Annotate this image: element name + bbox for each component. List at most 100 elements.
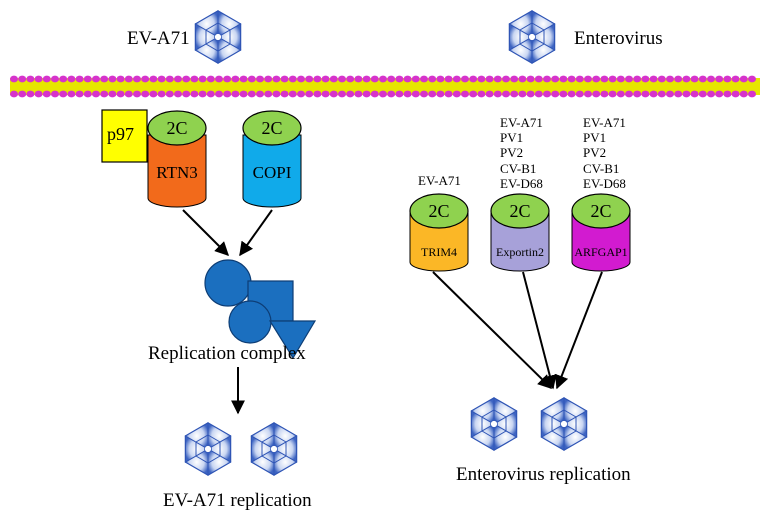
lipid-head — [157, 75, 166, 83]
lipid-head — [239, 90, 248, 98]
lipid-head — [100, 75, 109, 83]
lipid-head — [288, 75, 297, 83]
protein-2c-trim4 — [409, 193, 469, 229]
lipid-head — [108, 75, 117, 83]
lipid-head — [379, 75, 387, 83]
lipid-head — [403, 75, 412, 83]
lipid-head — [256, 75, 264, 83]
lipid-head — [370, 75, 379, 83]
lipid-head — [133, 90, 141, 98]
lipid-head — [452, 75, 461, 83]
lipid-head — [149, 75, 158, 83]
lipid-head — [592, 75, 601, 83]
arfgap1-label: ARFGAP1 — [574, 245, 628, 259]
ev-a71-virus-label: EV-A71 — [127, 28, 190, 49]
lipid-head — [698, 90, 707, 98]
rtn3-label: RTN3 — [156, 163, 198, 182]
arrow-trim4-to-replication — [432, 271, 552, 389]
lipid-head — [444, 90, 453, 98]
virion-icon-enterovirus — [508, 10, 556, 64]
lipid-head — [567, 90, 576, 98]
lipid-head — [748, 75, 756, 83]
lipid-head — [428, 90, 437, 98]
lipid-head — [748, 90, 756, 98]
lipid-head — [502, 75, 510, 83]
lipid-head — [452, 90, 461, 98]
lipid-head — [223, 75, 232, 83]
p97-box — [101, 109, 148, 163]
lipid-head — [141, 75, 150, 83]
lipid-head — [428, 75, 437, 83]
lipid-head — [354, 75, 363, 83]
protein-2c-label-copi: 2C — [261, 118, 283, 138]
lipid-head — [165, 90, 174, 98]
lipid-head — [280, 75, 289, 83]
virus-list-item: PV1 — [500, 130, 524, 146]
lipid-head — [461, 90, 469, 98]
lipid-head — [59, 75, 68, 83]
lipid-head — [633, 90, 642, 98]
lipid-head — [387, 75, 396, 83]
lipid-head — [543, 90, 551, 98]
lipid-head — [42, 90, 51, 98]
protein-2c-label-exportin2: 2C — [509, 201, 531, 221]
lipid-head — [124, 75, 133, 83]
lipid-head — [411, 90, 420, 98]
lipid-head — [174, 90, 182, 98]
lipid-head — [83, 75, 92, 83]
lipid-head — [510, 75, 519, 83]
lipid-head — [34, 90, 43, 98]
lipid-head — [543, 75, 551, 83]
lipid-head — [264, 90, 273, 98]
lipid-head — [362, 90, 371, 98]
lipid-head — [190, 90, 199, 98]
lipid-head — [272, 75, 281, 83]
lipid-head — [198, 75, 207, 83]
lipid-head — [739, 90, 748, 98]
virus-list-item: PV2 — [500, 145, 524, 161]
lipid-head — [370, 90, 379, 98]
lipid-head — [92, 90, 100, 98]
lipid-head — [682, 90, 691, 98]
lipid-head — [182, 75, 191, 83]
virion-icon-progeny-2 — [250, 422, 298, 476]
complex-circle-shape-2 — [228, 300, 272, 344]
protein-2c-copi — [242, 110, 302, 146]
lipid-head — [231, 90, 240, 98]
lipid-head — [313, 75, 322, 83]
virus-list-item: EV-A71 — [418, 173, 461, 188]
virus-list-item: EV-D68 — [583, 175, 626, 191]
arrow-rtn3-to-complex — [182, 209, 229, 256]
lipid-head — [305, 90, 314, 98]
complex-circle-shape — [204, 259, 252, 307]
lipid-head — [256, 90, 264, 98]
lipid-head — [362, 75, 371, 83]
lipid-head — [518, 75, 527, 83]
virus-list-item: CV-B1 — [583, 160, 620, 176]
lipid-head — [731, 90, 740, 98]
lipid-head — [18, 75, 27, 83]
lipid-head — [420, 75, 428, 83]
lipid-head — [666, 90, 674, 98]
lipid-head — [534, 90, 543, 98]
exportin2-virus-list: EV-A71 PV1 PV2 CV-B1 EV-D68 — [500, 115, 543, 191]
lipid-head — [116, 90, 125, 98]
exportin2-column — [490, 193, 550, 272]
lipid-head — [157, 90, 166, 98]
lipid-head — [338, 90, 346, 98]
membrane-heads-bottom — [10, 90, 756, 98]
lipid-head — [329, 90, 338, 98]
lipid-head — [690, 75, 699, 83]
protein-2c-label-trim4: 2C — [428, 201, 450, 221]
lipid-head — [485, 75, 494, 83]
lipid-head — [354, 90, 363, 98]
lipid-head — [92, 75, 100, 83]
virus-list-item: PV1 — [583, 130, 607, 146]
lipid-head — [10, 90, 18, 98]
lipid-head — [338, 75, 346, 83]
lipid-head — [10, 75, 18, 83]
lipid-head — [674, 90, 683, 98]
lipid-head — [526, 90, 535, 98]
enterovirus-replication-label: Enterovirus replication — [456, 464, 631, 485]
